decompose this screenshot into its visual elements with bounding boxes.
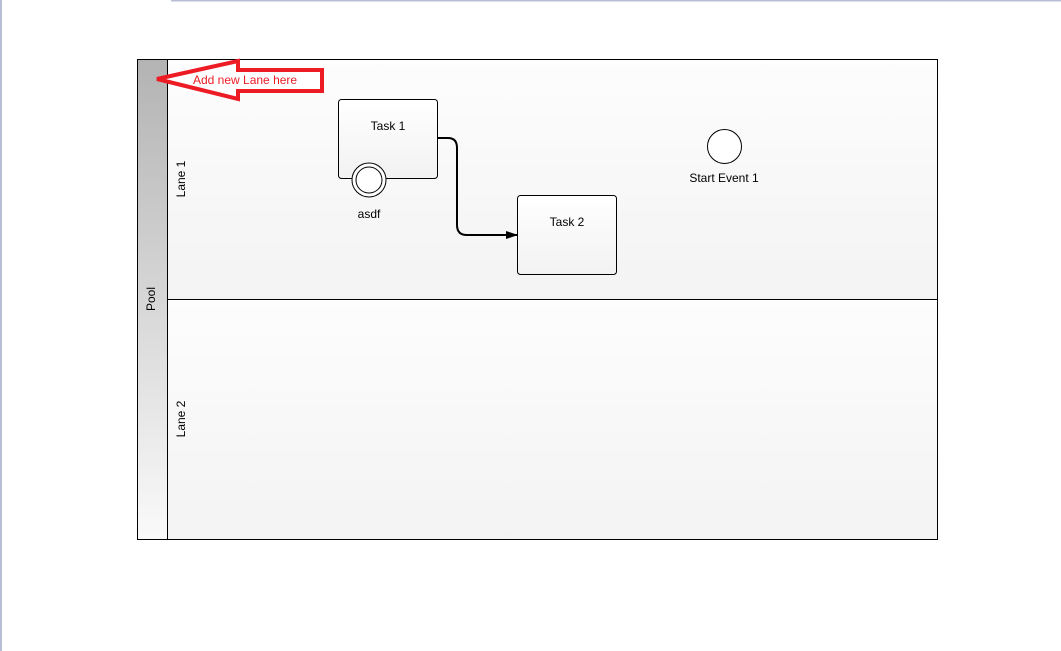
annotation-arrow: Add new Lane here [156,58,324,102]
task-2-label: Task 2 [550,215,585,229]
pool[interactable]: Pool Lane 1 Lane 2 [137,59,938,540]
lane-2[interactable] [167,299,938,540]
lane-1-label: Lane 1 [174,160,188,197]
start-event-label: Start Event 1 [689,171,759,185]
lane-2-label: Lane 2 [174,400,188,437]
boundary-event-label: asdf [358,207,381,221]
annotation-label: Add new Lane here [193,73,297,87]
pool-label: Pool [144,287,158,311]
task-1[interactable]: Task 1 [338,99,438,179]
task-2[interactable]: Task 2 [517,195,617,275]
pool-header[interactable] [137,59,168,540]
start-event[interactable]: Start Event 1 [689,129,759,186]
task-1-label: Task 1 [371,119,406,133]
boundary-event[interactable]: asdf [351,162,387,221]
sequence-flow[interactable] [437,137,518,239]
